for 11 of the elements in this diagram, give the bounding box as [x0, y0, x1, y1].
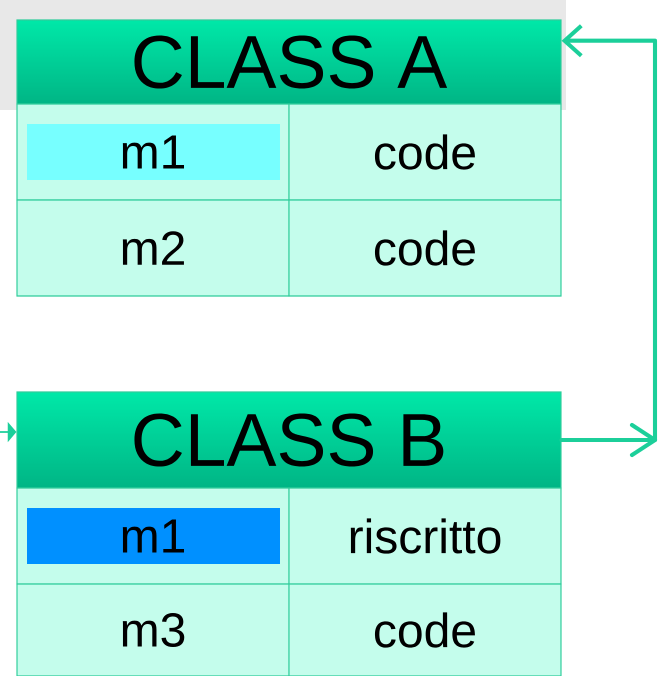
table-cell: m1	[16, 103, 290, 201]
arrow	[560, 24, 658, 458]
table-cell: m2	[16, 199, 290, 297]
class-header: CLASS B	[16, 391, 562, 489]
table-cell: code	[288, 199, 562, 297]
table-cell: code	[288, 583, 562, 676]
table-cell: riscritto	[288, 487, 562, 585]
table-cell: code	[288, 103, 562, 201]
class-header: CLASS A	[16, 19, 562, 105]
table-cell: m3	[16, 583, 290, 676]
table-cell: m1	[16, 487, 290, 585]
